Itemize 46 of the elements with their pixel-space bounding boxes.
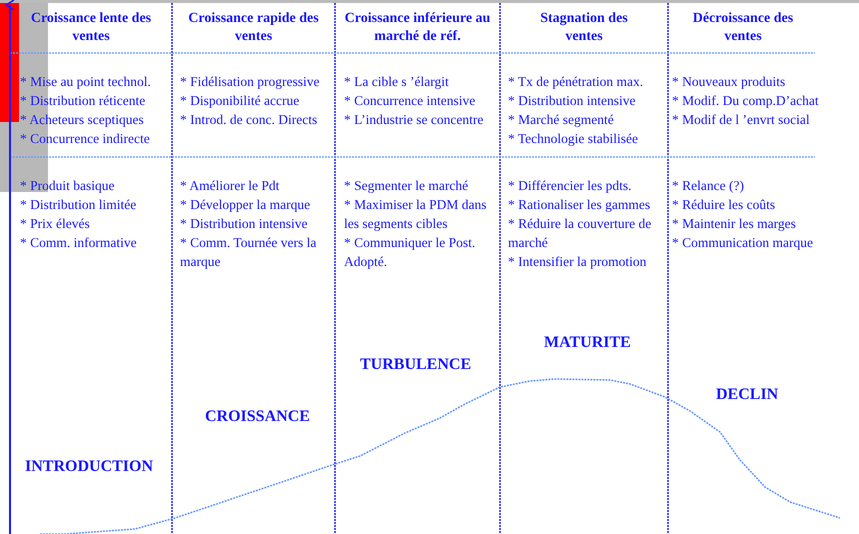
column-heading: Croissance rapide des ventes — [188, 10, 320, 46]
stage-label: INTRODUCTION — [25, 458, 154, 476]
bullet-text: * Réduire les coûts — [672, 196, 776, 214]
bullet-text: * Concurrence indirecte — [20, 130, 151, 148]
bullet-text: * Prix élevés — [20, 215, 91, 233]
bullet-text: * Comm. Tournée vers la marque — [180, 234, 318, 271]
bullet-text: * Distribution limitée — [20, 196, 138, 214]
bullet-text: * L’industrie se concentre — [344, 111, 484, 129]
bullet-text: * Maintenir les marges — [672, 215, 797, 233]
column-heading: Croissance lente des ventes — [30, 10, 152, 46]
column-heading: Décroissance des ventes — [692, 10, 794, 46]
bullet-text: * Améliorer le Pdt — [180, 177, 280, 195]
bullet-text: * Maximiser la PDM dans les segments cibles — [344, 196, 488, 233]
bullet-text: * Technologie stabilisée — [508, 130, 640, 148]
bullet-text: * Fidélisation progressive — [180, 73, 320, 91]
bullet-text: * Disponibilité accrue — [180, 92, 300, 110]
bullet-text: * Distribution intensive — [180, 215, 308, 233]
bullet-text: * Développer la marque — [180, 196, 312, 214]
bullet-text: * Distribution intensive — [508, 92, 636, 110]
column-heading: Croissance inférieure au marché de réf. — [344, 10, 492, 46]
bullet-text: * Mise au point technol. — [20, 73, 152, 91]
bullet-text: * Tx de pénétration max. — [508, 73, 644, 91]
bullet-text: * Rationaliser les gammes — [508, 196, 652, 214]
bullet-text: * Comm. informative — [20, 234, 138, 252]
bullet-text: * Segmenter le marché — [344, 177, 470, 195]
bullet-text: * Distribution réticente — [20, 92, 146, 110]
bullet-text: * Communiquer le Post. Adopté. — [344, 234, 476, 271]
column-heading: Stagnation des ventes — [539, 10, 629, 46]
stage-label: MATURITE — [544, 334, 631, 352]
bullet-text: * Acheteurs sceptiques — [20, 111, 145, 129]
bullet-text: * Communication marque — [672, 234, 814, 252]
bullet-text: * Différencier les pdts. — [508, 177, 632, 195]
bullet-text: * Concurrence intensive — [344, 92, 476, 110]
bullet-text: * Réduire la couverture de marché — [508, 215, 652, 252]
stage-label: CROISSANCE — [205, 408, 310, 426]
bullet-text: * Produit basique — [20, 177, 116, 195]
stage-label: TURBULENCE — [360, 356, 472, 374]
bullet-text: * Modif. Du comp.D’achat — [672, 92, 820, 110]
bullet-text: * Nouveaux produits — [672, 73, 786, 91]
bullet-text: * Intensifier la promotion — [508, 253, 648, 271]
stage-label: DECLIN — [716, 386, 778, 404]
bullet-text: * Relance (?) — [672, 177, 745, 195]
bullet-text: * La cible s ’élargit — [344, 73, 450, 91]
bullet-text: * Introd. de conc. Directs — [180, 111, 318, 129]
bullet-text: * Marché segmenté — [508, 111, 615, 129]
bullet-text: * Modif de l ’envrt social — [672, 111, 811, 129]
